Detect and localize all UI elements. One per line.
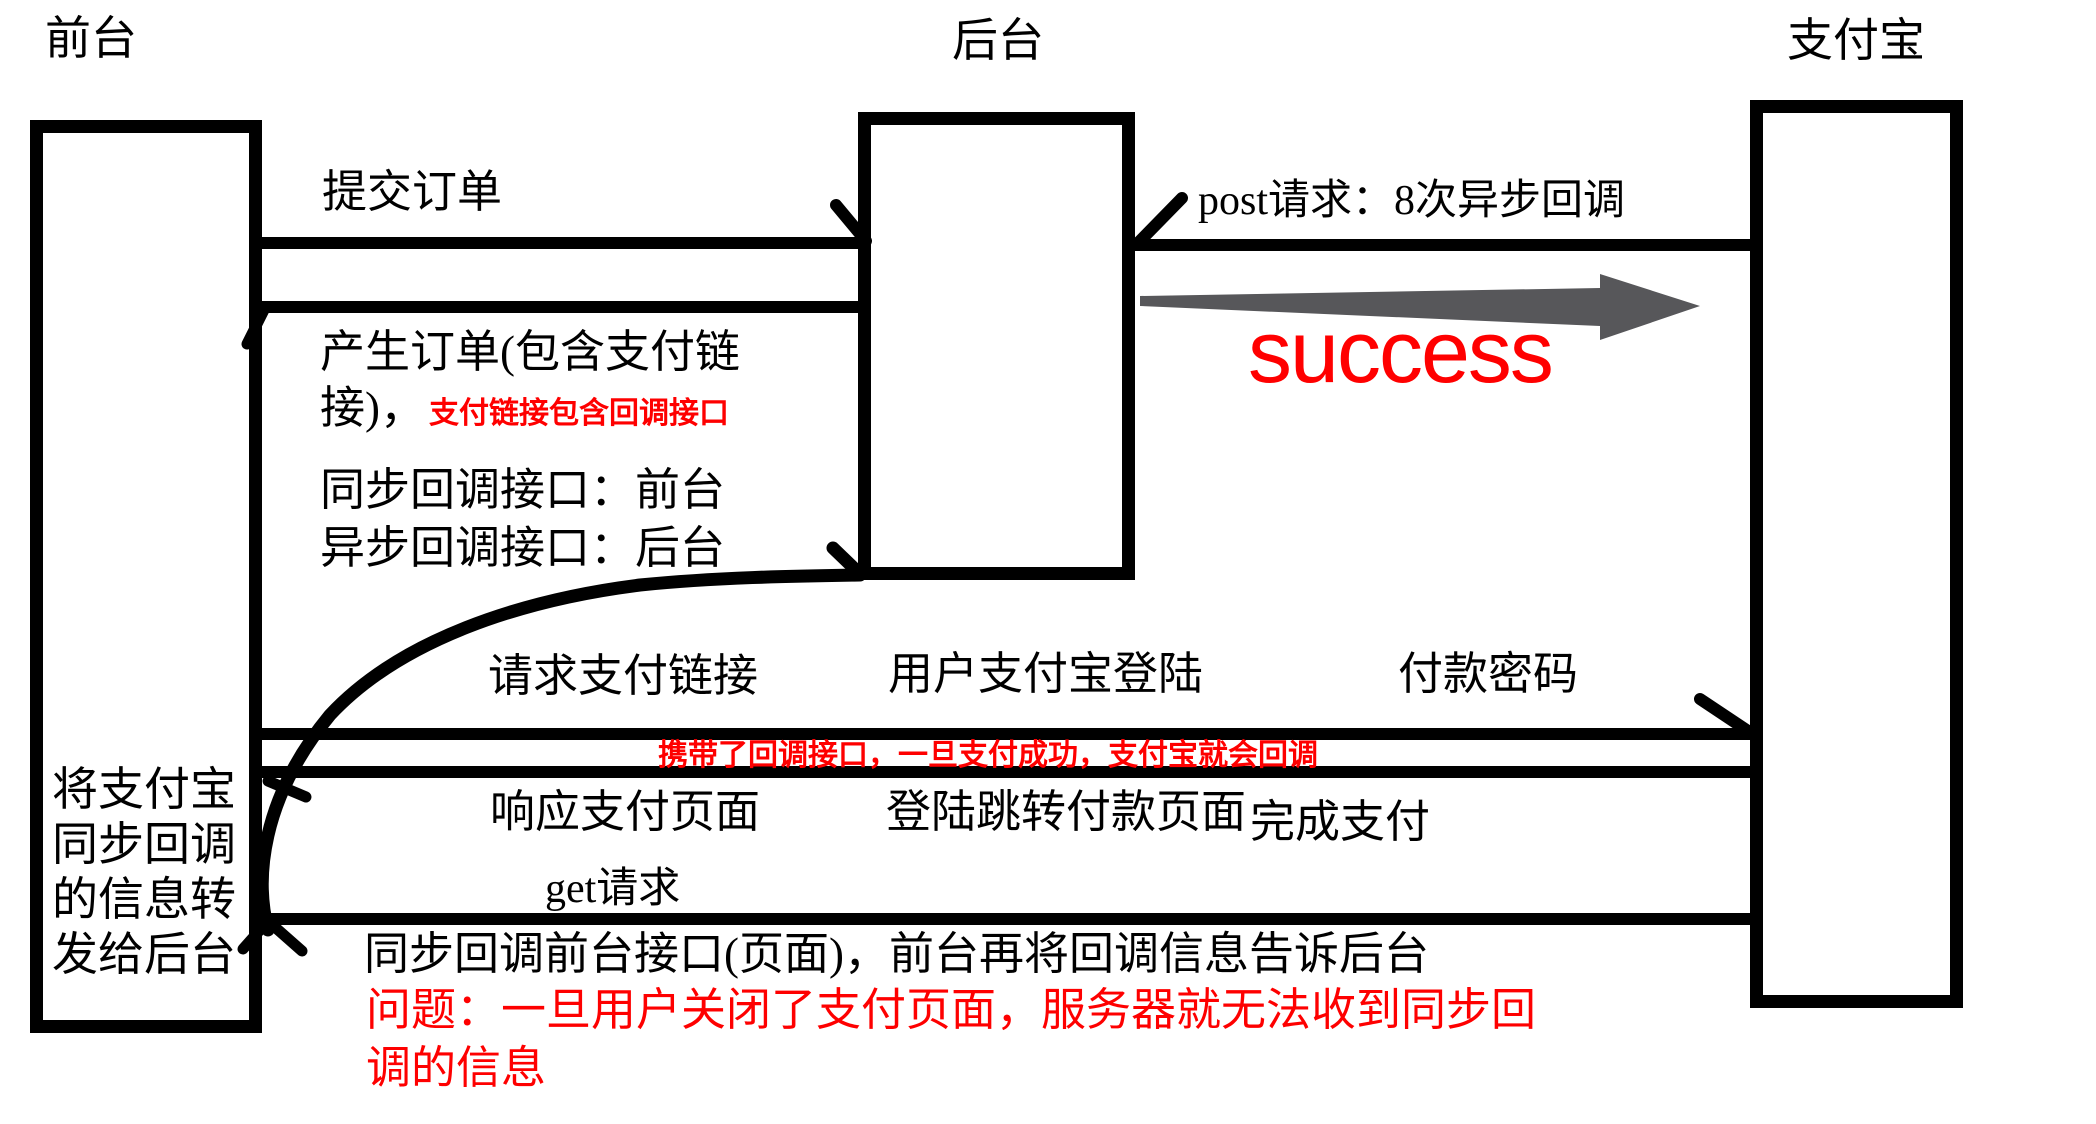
login-jump-label: 登陆跳转付款页面: [886, 787, 1247, 837]
order-created-note-line1: 产生订单(包含支付链: [320, 327, 740, 377]
forward-callback-curve-arrow: [255, 568, 867, 937]
backend-title: 后台: [952, 15, 1044, 66]
success-label: success: [1248, 302, 1554, 401]
order-created-arrowhead: [241, 304, 270, 350]
forward-note-line4: 发给后台: [52, 929, 236, 980]
submit-order-label: 提交订单: [322, 167, 503, 217]
respond-pay-page-label: 响应支付页面: [490, 787, 761, 837]
problem-note-line2: 调的信息: [366, 1043, 547, 1093]
submit-order-arrowhead: [830, 199, 872, 247]
order-created-note-line2: 接)， 支付链接包含回调接口: [320, 383, 729, 434]
order-created-note-line2-red: 支付链接包含回调接口: [429, 397, 729, 430]
forward-note: 将支付宝 同步回调 的信息转 发给后台: [52, 762, 236, 982]
user-login-label: 用户支付宝登陆: [888, 649, 1204, 699]
request-pay-link-arrowhead: [1694, 693, 1754, 737]
backend-lifeline-box: [858, 112, 1135, 580]
success-arrow: [1140, 274, 1700, 340]
alipay-lifeline-box: [1750, 100, 1963, 1008]
frontend-lifeline-box: [30, 120, 262, 1033]
forward-note-line2: 同步回调: [52, 819, 236, 870]
order-created-note-line2-black: 接)，: [320, 383, 425, 433]
complete-pay-label: 完成支付: [1250, 797, 1431, 847]
sync-callback-bottom-note: 同步回调前台接口(页面)，前台再将回调信息告诉后台: [364, 929, 1429, 979]
frontend-title: 前台: [45, 13, 137, 64]
post-request-arrowhead: [1132, 192, 1188, 249]
sync-callback-interface-note: 同步回调接口：前台: [320, 465, 726, 515]
post-request-label: post请求：8次异步回调: [1198, 178, 1626, 224]
problem-note-line1: 问题：一旦用户关闭了支付页面，服务器就无法收到同步回: [366, 985, 1537, 1035]
carry-callback-note: 携带了回调接口，一旦支付成功，支付宝就会回调: [658, 739, 1318, 772]
forward-callback-curve-arrowhead: [826, 541, 867, 581]
get-request-label: get请求: [545, 866, 681, 912]
request-pay-link-label: 请求支付链接: [488, 651, 759, 701]
alipay-title: 支付宝: [1787, 15, 1925, 66]
async-callback-interface-note: 异步回调接口：后台: [320, 523, 726, 573]
pay-password-label: 付款密码: [1398, 649, 1579, 699]
forward-note-line1: 将支付宝: [52, 764, 236, 815]
forward-note-line3: 的信息转: [52, 874, 236, 925]
